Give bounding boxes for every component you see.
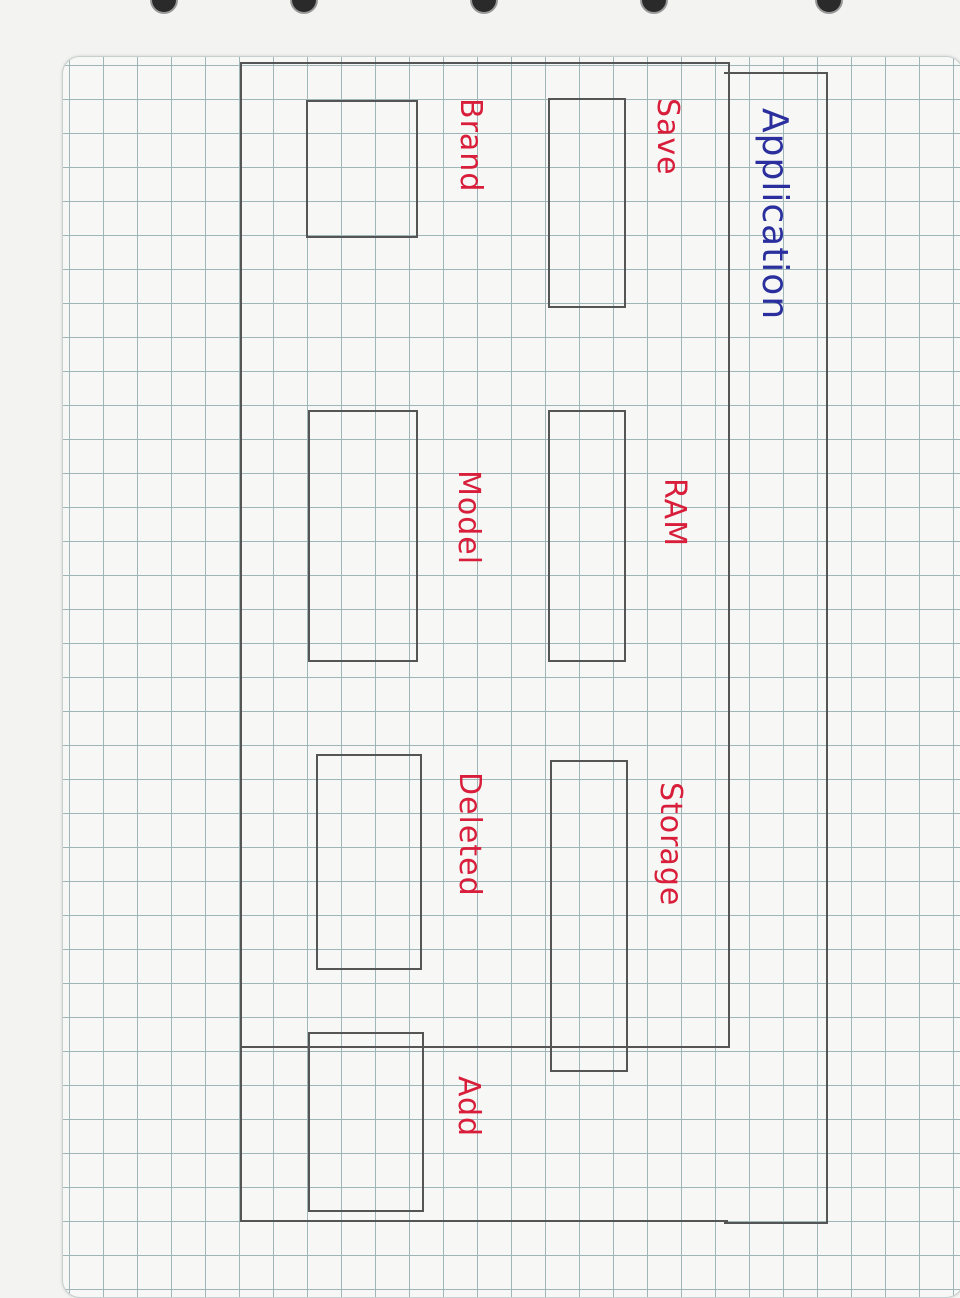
notebook-ring: [640, 0, 668, 14]
save-button[interactable]: [548, 98, 626, 308]
deleted-label: Deleted: [452, 772, 487, 897]
model-input[interactable]: [308, 410, 418, 662]
brand-label: Brand: [453, 98, 488, 193]
window-frame: [240, 62, 730, 1048]
add-button[interactable]: [308, 1032, 424, 1212]
window-frame-lower: [240, 1042, 728, 1222]
app-title: Application: [754, 108, 795, 321]
model-label: Model: [451, 470, 486, 566]
save-label: Save: [650, 98, 685, 176]
notebook-ring: [150, 0, 178, 14]
storage-label: Storage: [653, 782, 688, 907]
notebook-ring: [290, 0, 318, 14]
brand-input[interactable]: [306, 100, 418, 238]
deleted-input[interactable]: [316, 754, 422, 970]
add-label: Add: [451, 1076, 486, 1138]
storage-input[interactable]: [550, 760, 628, 1072]
ram-label: RAM: [657, 478, 692, 548]
title-bar-area: [724, 72, 828, 1224]
ram-input[interactable]: [548, 410, 626, 662]
notebook-ring: [815, 0, 843, 14]
notebook-ring: [470, 0, 498, 14]
grid-paper: [62, 56, 960, 1298]
